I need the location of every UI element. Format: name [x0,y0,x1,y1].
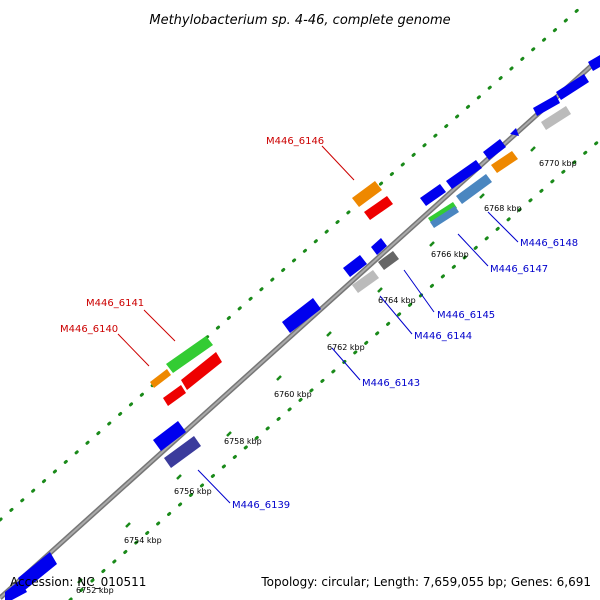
tick-label-6754: 6754 kbp [124,536,162,545]
tick-label-6764: 6764 kbp [378,296,416,305]
gene-blue [533,95,560,116]
gene-label-6139: M446_6139 [232,500,290,511]
tick-labels: 6752 kbp 6754 kbp 6756 kbp 6758 kbp 6760… [76,159,577,595]
tick-label-6770: 6770 kbp [539,159,577,168]
gene-gray [541,106,571,130]
map-title: Methylobacterium sp. 4-46, complete geno… [149,13,450,28]
gene-label-6143: M446_6143 [362,378,420,389]
tick-label-6768: 6768 kbp [484,204,522,213]
tick-label-6766: 6766 kbp [431,250,469,259]
gene-green [166,336,213,373]
tick-label-6762: 6762 kbp [327,343,365,352]
gene-label-6141: M446_6141 [86,298,144,309]
gene-features [5,55,600,600]
gene-blue [420,184,446,206]
gene-darkgray [378,251,399,270]
tick-label-6756: 6756 kbp [174,487,212,496]
gene-blue [343,255,367,277]
tick-label-6752: 6752 kbp [76,586,114,595]
gene-orange [150,369,171,388]
inner-dotted-track [68,138,600,600]
gene-label-6147: M446_6147 [490,264,548,275]
gene-red [181,352,222,390]
gene-blue [483,139,506,160]
gene-label-6140: M446_6140 [60,324,118,335]
gene-blue [282,298,321,333]
tick-label-6760: 6760 kbp [274,390,312,399]
gene-red [364,196,393,220]
gene-label-6146: M446_6146 [266,136,324,147]
gene-blue [153,421,186,451]
callout-lines [117,145,519,504]
genome-summary-text: Topology: circular; Length: 7,659,055 bp… [260,575,591,589]
gene-blue [18,552,57,590]
tick-marks [77,146,536,584]
gene-label-6148: M446_6148 [520,238,578,249]
tick-label-6758: 6758 kbp [224,437,262,446]
gene-orange [352,181,382,207]
gene-navy [164,436,201,468]
gene-blue [588,55,600,71]
gene-orange [491,151,518,173]
gene-gray [352,270,379,293]
gene-blue [446,160,482,189]
gene-steel [430,206,459,228]
gene-steel [456,174,492,204]
gene-blue [5,580,27,600]
gene-label-6144: M446_6144 [414,331,472,342]
accession-text: Accession: NC_010511 [10,575,146,589]
gene-green [428,202,457,224]
gene-blue [556,74,589,100]
gene-blue [510,128,519,136]
gene-blue [371,238,387,255]
gene-red [163,385,186,406]
gene-label-6145: M446_6145 [437,310,495,321]
gene-name-labels: M446_6146 M446_6141 M446_6140 M446_6148 … [60,136,578,511]
